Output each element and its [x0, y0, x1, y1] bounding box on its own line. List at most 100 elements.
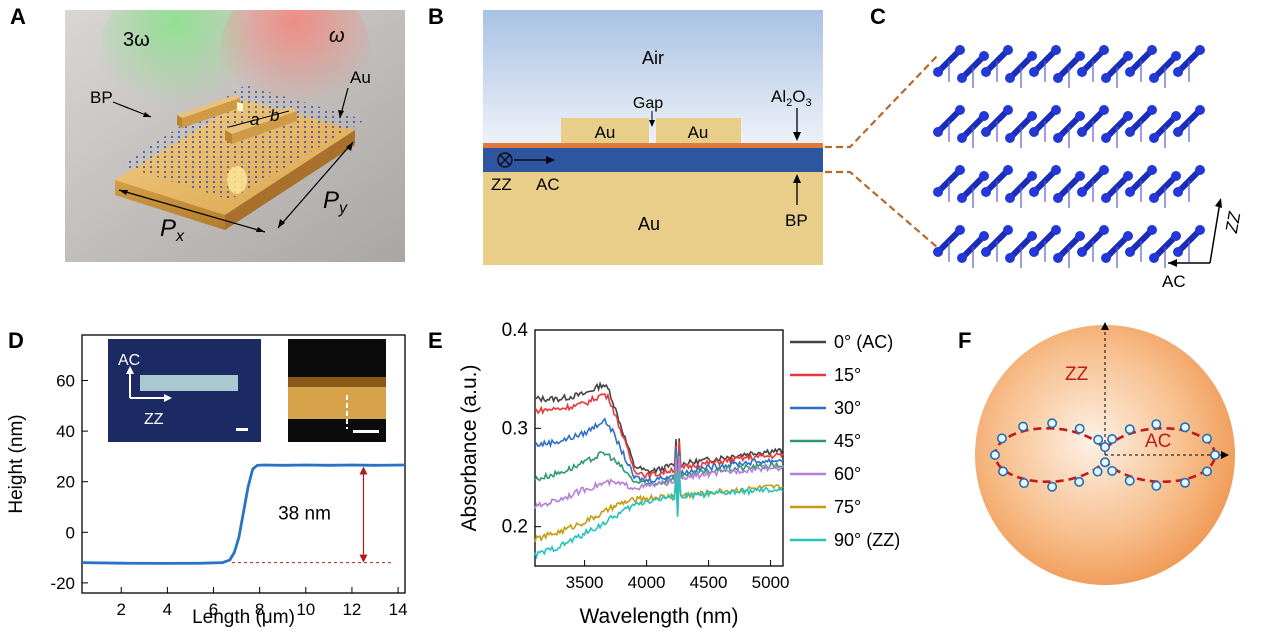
y-tick-label: 0.2 [502, 517, 528, 538]
data-point [1180, 422, 1191, 433]
phosphorus-atom [1075, 111, 1085, 121]
phosphorus-atom [1051, 165, 1061, 175]
zz-label-f: ZZ [1065, 364, 1089, 385]
x-axis-label: Wavelength (nm) [579, 605, 738, 628]
phosphorus-atom [1147, 105, 1157, 115]
height-profile-line [81, 463, 406, 565]
legend-label: 90° (ZZ) [834, 530, 900, 550]
phosphorus-atom [1147, 225, 1157, 235]
bp-label: BP [90, 88, 113, 107]
phosphorus-atom [1195, 165, 1205, 175]
phosphorus-atom [1029, 247, 1039, 257]
phosphorus-atom [1099, 165, 1109, 175]
phosphorus-atom [1029, 127, 1039, 137]
x-tick-label: 2 [116, 600, 125, 619]
phosphorus-atom [1003, 105, 1013, 115]
phosphorus-atom [1053, 133, 1063, 143]
phosphorus-atom [1149, 193, 1159, 203]
phosphorus-atom [933, 127, 943, 137]
phosphorus-atom [933, 187, 943, 197]
data-point [1093, 434, 1104, 445]
x-axis-label: Length (μm) [192, 607, 295, 628]
phosphorus-atom [1053, 73, 1063, 83]
x-tick-label: 4 [163, 600, 172, 619]
phosphorus-atom [979, 111, 989, 121]
data-point [1092, 466, 1103, 477]
y-axis-label: Absorbance (a.u.) [458, 365, 481, 532]
phosphorus-atom [1101, 73, 1111, 83]
series-line [534, 392, 784, 487]
zz-axis-label: ZZ [1222, 210, 1245, 235]
al2o3-label: Al2O3 [771, 87, 812, 109]
phosphorus-atom [1123, 51, 1133, 61]
series-line [534, 471, 784, 560]
phosphorus-atom [1171, 111, 1181, 121]
data-point [1047, 418, 1058, 429]
y-tick-label: 0.3 [502, 418, 528, 439]
phosphorus-atom [1029, 67, 1039, 77]
zz-axis-arrowhead [1101, 322, 1109, 330]
y-tick-label: 40 [56, 422, 75, 441]
phosphorus-atom [957, 73, 967, 83]
phosphorus-atom [1195, 105, 1205, 115]
phosphorus-atom [1171, 51, 1181, 61]
au-antenna-left [561, 118, 649, 144]
legend-label: 75° [834, 497, 861, 517]
x-tick-label: 8 [255, 600, 264, 619]
data-point [1124, 424, 1135, 435]
bp-crystal-structure: AC ZZ [933, 45, 1245, 291]
phosphorus-atom [955, 225, 965, 235]
phosphorus-atom [1077, 247, 1087, 257]
phosphorus-atom [1101, 253, 1111, 263]
phosphorus-atom [1099, 225, 1109, 235]
py-label: Py [323, 187, 348, 217]
panel-label-b: B [428, 4, 444, 29]
bp-flake [140, 375, 238, 391]
phosphorus-atom [1051, 45, 1061, 55]
afm-scale-bar [353, 430, 379, 433]
data-point [1107, 465, 1118, 476]
afm-flake [288, 387, 386, 419]
device-illustration: 3ω ω BP Au a b Px Py [65, 10, 405, 262]
y-axis-label: Height (nm) [6, 414, 27, 513]
phosphorus-atom [955, 165, 965, 175]
phosphorus-atom [981, 187, 991, 197]
phosphorus-atom [1075, 171, 1085, 181]
phosphorus-atom [1195, 45, 1205, 55]
zoom-connectors [825, 54, 939, 249]
ac-axis-arrowhead [1221, 451, 1229, 459]
x-tick-label: 12 [342, 600, 361, 619]
air-label: Air [642, 48, 664, 68]
x-tick-label: 4000 [628, 573, 666, 592]
phosphorus-atom [1125, 67, 1135, 77]
phosphorus-atom [1123, 111, 1133, 121]
phosphorus-atom [957, 253, 967, 263]
x-tick-label: 6 [209, 600, 218, 619]
data-point [1151, 480, 1162, 491]
phosphorus-atom [1027, 111, 1037, 121]
freq-w-label: ω [329, 25, 345, 47]
phosphorus-atom [1051, 225, 1061, 235]
phosphorus-atom [957, 133, 967, 143]
data-point [1210, 450, 1221, 461]
plot-frame [81, 334, 406, 594]
ac-label: AC [536, 175, 560, 194]
phosphorus-atom [1125, 187, 1135, 197]
au-label: Au [350, 68, 371, 87]
legend-label: 60° [834, 464, 861, 484]
phosphorus-atom [1053, 253, 1063, 263]
data-point [997, 466, 1008, 477]
al2o3-layer [483, 143, 823, 148]
y-tick-label: 0.4 [502, 320, 529, 341]
au-substrate [483, 172, 823, 265]
x-tick-label: 14 [389, 600, 408, 619]
phosphorus-atom [1027, 171, 1037, 181]
panel-label-a: A [10, 4, 26, 29]
x-tick-label: 10 [296, 600, 315, 619]
phosphorus-atom [1005, 133, 1015, 143]
phosphorus-atom [955, 45, 965, 55]
bp-label-b: BP [785, 211, 808, 230]
phosphorus-atom [1101, 193, 1111, 203]
phosphorus-atom [1051, 105, 1061, 115]
y-tick-label: -20 [50, 574, 75, 593]
